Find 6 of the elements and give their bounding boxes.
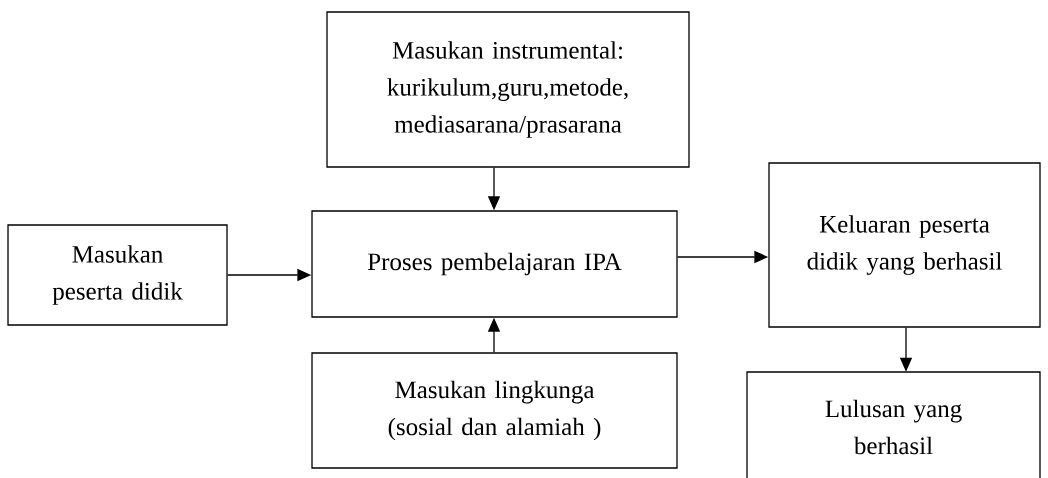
process-box: Lulusan yang berhasil xyxy=(746,371,1041,478)
process-box: Keluaran peserta didik yang berhasil xyxy=(768,162,1041,328)
process-box: Masukan peserta didik xyxy=(7,224,228,326)
process-box: Masukan lingkunga (sosial dan alamiah ) xyxy=(311,352,678,469)
process-box: Proses pembelajaran IPA xyxy=(311,210,678,318)
process-box: Masukan instrumental: kurikulum,guru,metode, mediasarana/prasarana xyxy=(326,11,690,168)
